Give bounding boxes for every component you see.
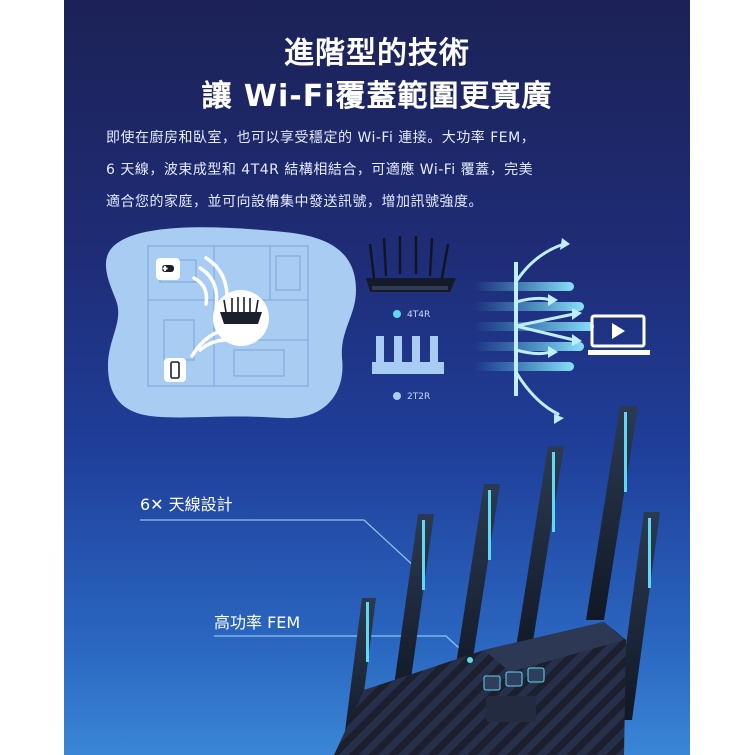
- illustration: 4T4R 2T2R: [105, 227, 660, 755]
- description-line-2: 6 天線，波束成型和 4T4R 結構相結合，可適應 Wi-Fi 覆蓋，完美: [106, 162, 534, 178]
- floorplan-coverage-map: [105, 227, 356, 419]
- legend-dot-2t2r: [393, 392, 401, 400]
- antenna: [586, 406, 638, 620]
- heading-line-2: 讓 Wi-Fi覆蓋範圍更寬廣: [201, 79, 553, 114]
- antenna: [616, 512, 660, 720]
- beamforming-signal: [474, 238, 594, 424]
- router-product-image: [140, 406, 660, 755]
- tv-icon: [588, 314, 650, 355]
- description-line-3: 適合您的家庭，並可向設備集中發送訊號，增加訊號強度。: [106, 194, 483, 210]
- antenna: [392, 514, 434, 700]
- router-icon: [213, 290, 269, 346]
- label-2t2r: 2T2R: [407, 392, 430, 402]
- label-4t4r: 4T4R: [407, 310, 430, 320]
- router-4t4r-icon: [366, 236, 456, 292]
- callout-antenna-design: 6✕ 天線設計: [140, 495, 233, 514]
- router-2t2r-icon: [372, 336, 444, 374]
- gamepad-icon: [156, 258, 180, 280]
- phone-icon: [164, 358, 186, 382]
- antenna: [514, 446, 564, 660]
- antenna: [342, 598, 376, 755]
- product-banner: 進階型的技術 讓 Wi-Fi覆蓋範圍更寬廣 即使在廚房和臥室，也可以享受穩定的 …: [64, 0, 690, 755]
- heading-line-1: 進階型的技術: [284, 36, 470, 71]
- callout-high-power-fem: 高功率 FEM: [214, 613, 301, 632]
- description-line-1: 即使在廚房和臥室，也可以享受穩定的 Wi-Fi 連接。大功率 FEM，: [106, 130, 536, 146]
- antenna: [452, 484, 500, 690]
- legend-dot-4t4r: [393, 310, 401, 318]
